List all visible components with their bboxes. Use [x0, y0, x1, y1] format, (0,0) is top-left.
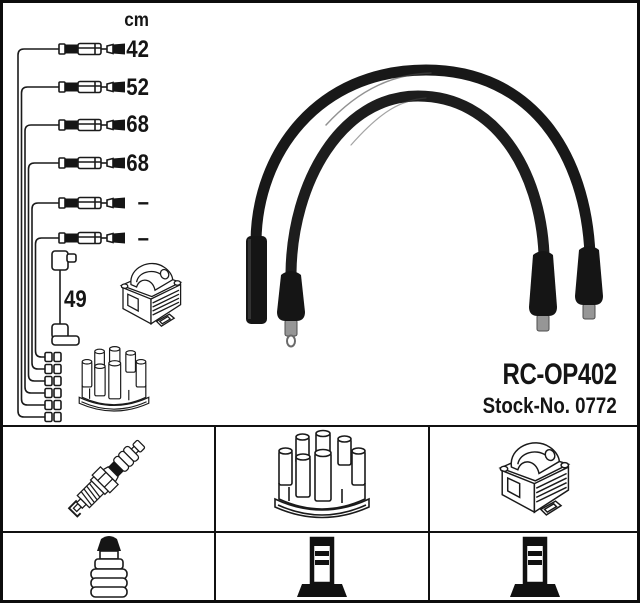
- component-legend-table: [3, 425, 637, 600]
- cable-length-2: 52: [126, 74, 149, 101]
- stock-number: Stock-No. 0772: [482, 393, 617, 418]
- cable-arcs: [250, 64, 596, 279]
- distributor-cap-drawing: [78, 346, 150, 412]
- cell-spark-plug: [3, 427, 216, 533]
- cell-distributor-cap: [216, 427, 430, 533]
- cable-length-1: 42: [126, 36, 149, 63]
- coil-terminal-connector-icon: [430, 533, 639, 602]
- ignition-cable-set-photo: [246, 64, 603, 348]
- plug-terminal-connector-icon: [90, 535, 128, 598]
- product-model: RC-OP402: [502, 358, 618, 391]
- harness-bus-lines: [17, 48, 59, 418]
- cable-length-4: 68: [126, 150, 149, 177]
- ignition-coil-drawing: [120, 262, 182, 327]
- cable-layout-diagram: [17, 42, 182, 423]
- cable-boots: [246, 236, 603, 324]
- coil-terminal-connector-icon: [216, 533, 428, 602]
- cable-length-3: 68: [126, 111, 149, 138]
- cable-length-5: –: [137, 189, 149, 216]
- metal-terminals: [284, 303, 596, 348]
- cell-plug-terminal: [3, 533, 216, 600]
- cell-coil-terminal-2: [430, 533, 639, 602]
- ignition-coil-icon: [499, 442, 570, 516]
- distributor-terminal-stubs: [44, 351, 62, 423]
- spark-plug-icon: [63, 433, 152, 522]
- cell-ignition-coil: [430, 427, 637, 533]
- coil-wire-diagram: [51, 250, 80, 346]
- distributor-cap-icon: [274, 429, 370, 519]
- coil-wire-length: 49: [64, 286, 87, 313]
- unit-header: cm: [124, 10, 149, 31]
- cell-coil-terminal-1: [216, 533, 430, 602]
- cable-length-6: –: [137, 225, 149, 252]
